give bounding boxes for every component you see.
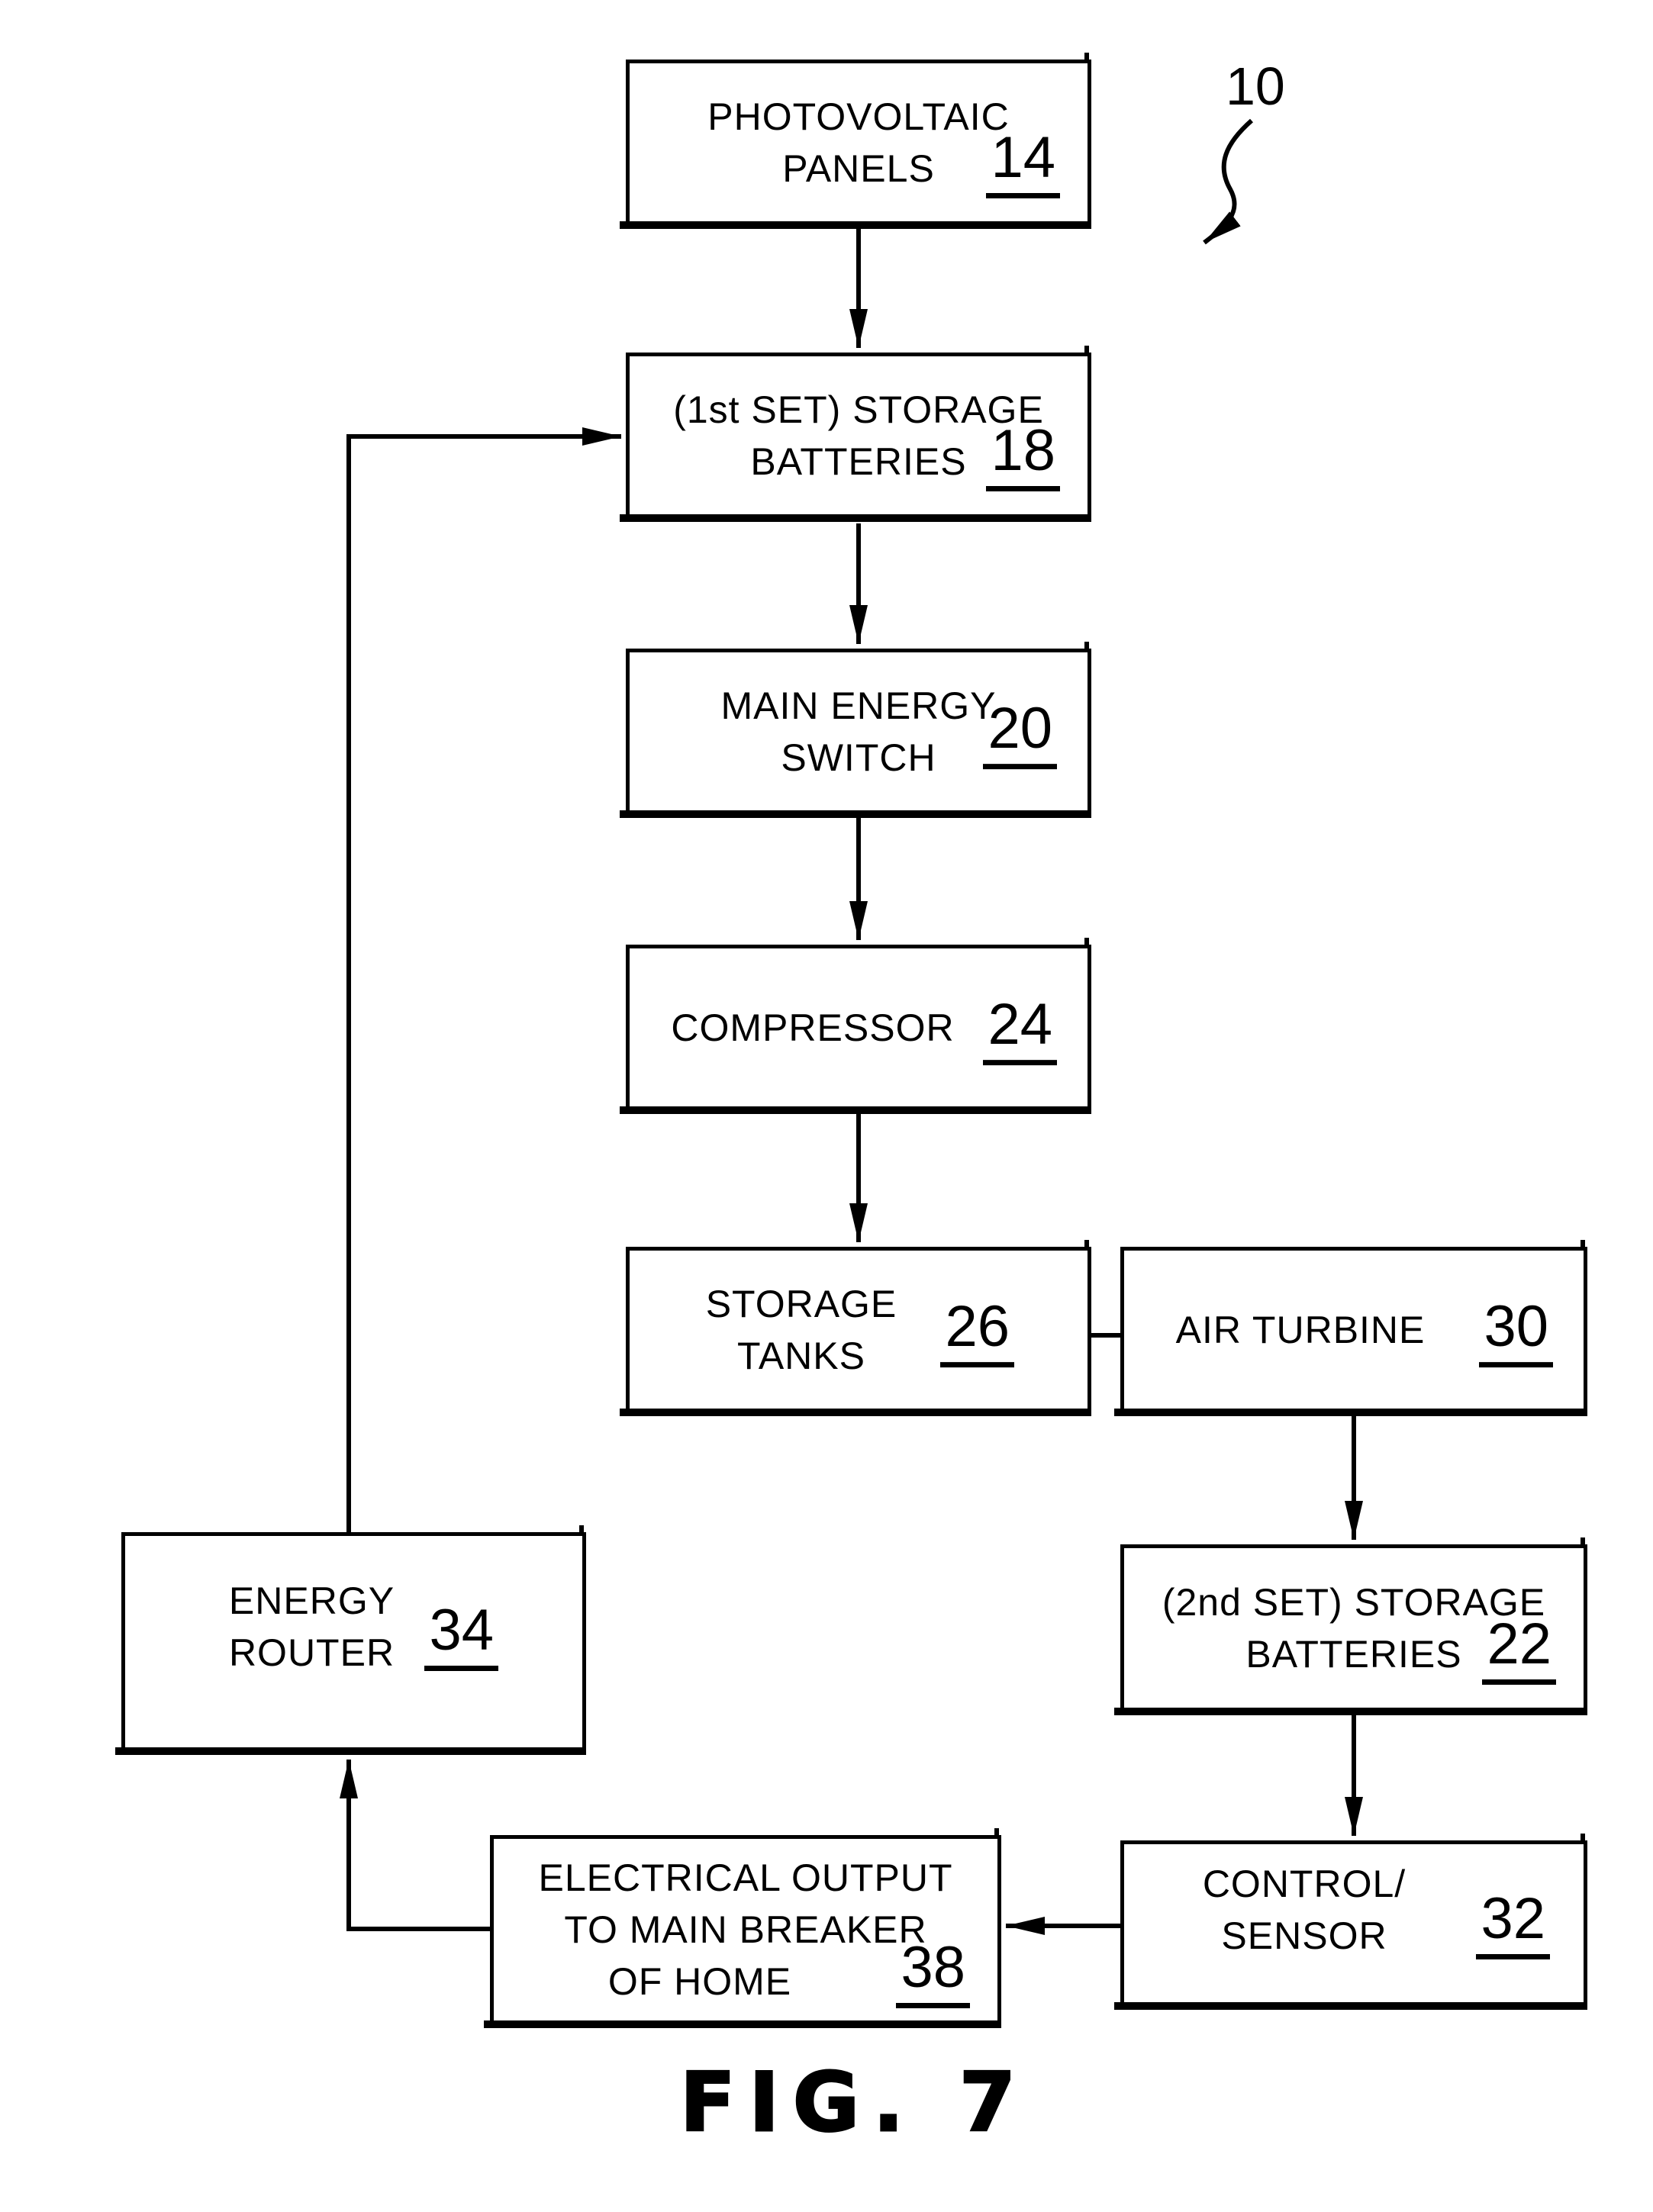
box-first-set-storage-batteries: (1st SET) STORAGE BATTERIES 18: [620, 346, 1091, 522]
box-label-line: (2nd SET) STORAGE: [1162, 1580, 1546, 1624]
box-label-line: COMPRESSOR: [671, 1006, 955, 1049]
connector-34-18: [346, 427, 621, 1532]
box-ref-number: 34: [424, 1602, 498, 1671]
box-label-line: (1st SET) STORAGE: [673, 388, 1044, 431]
box-label-line: AIR TURBINE: [1175, 1308, 1426, 1351]
box-ref-number: 14: [986, 129, 1060, 198]
box-control-sensor: CONTROL/ SENSOR 32: [1114, 1834, 1587, 2010]
box-ref-number: 32: [1476, 1890, 1550, 1959]
box-label-line: ELECTRICAL OUTPUT: [538, 1856, 953, 1899]
box-storage-tanks: STORAGE TANKS 26: [620, 1240, 1091, 1416]
box-ref-number: 22: [1482, 1615, 1556, 1685]
box-label-line: MAIN ENERGY: [720, 684, 997, 727]
box-label-line: PHOTOVOLTAIC: [707, 95, 1010, 138]
box-ref-number: 20: [983, 699, 1057, 769]
box-ref-number: 26: [940, 1297, 1014, 1367]
box-second-set-storage-batteries: (2nd SET) STORAGE BATTERIES 22: [1114, 1537, 1587, 1715]
box-label-line: ROUTER: [228, 1631, 395, 1674]
figure-reference-label: 10: [1226, 56, 1285, 116]
box-energy-router: ENERGY ROUTER 34: [115, 1525, 586, 1755]
box-air-turbine: AIR TURBINE 30: [1114, 1240, 1587, 1416]
box-ref-number: 18: [986, 422, 1060, 491]
box-label-line: BATTERIES: [1245, 1632, 1462, 1676]
reference-squiggle-arrow: [1203, 118, 1253, 245]
box-label-line: SENSOR: [1221, 1914, 1387, 1957]
box-label-line: SWITCH: [781, 736, 936, 779]
box-label-line: TANKS: [737, 1334, 865, 1377]
connector-38-34: [340, 1760, 490, 1931]
box-electrical-output-main-breaker: ELECTRICAL OUTPUT TO MAIN BREAKER OF HOM…: [484, 1828, 1001, 2028]
box-ref-number: 38: [896, 1939, 970, 2008]
box-main-energy-switch: MAIN ENERGY SWITCH 20: [620, 642, 1091, 818]
box-ref-number: 30: [1479, 1297, 1553, 1367]
box-label-line: STORAGE: [705, 1282, 897, 1325]
box-label-line: BATTERIES: [750, 440, 967, 483]
figure-caption: FIG. 7: [679, 2055, 1030, 2151]
box-label-line: TO MAIN BREAKER: [564, 1908, 927, 1951]
box-ref-number: 24: [983, 995, 1057, 1065]
box-label-line: OF HOME: [607, 1960, 792, 2003]
box-photovoltaic-panels: PHOTOVOLTAIC PANELS 14: [620, 53, 1091, 229]
box-label-line: CONTROL/: [1202, 1863, 1406, 1905]
box-label-line: PANELS: [782, 147, 935, 190]
box-compressor: COMPRESSOR 24: [620, 938, 1091, 1114]
box-label-line: ENERGY: [228, 1579, 395, 1622]
